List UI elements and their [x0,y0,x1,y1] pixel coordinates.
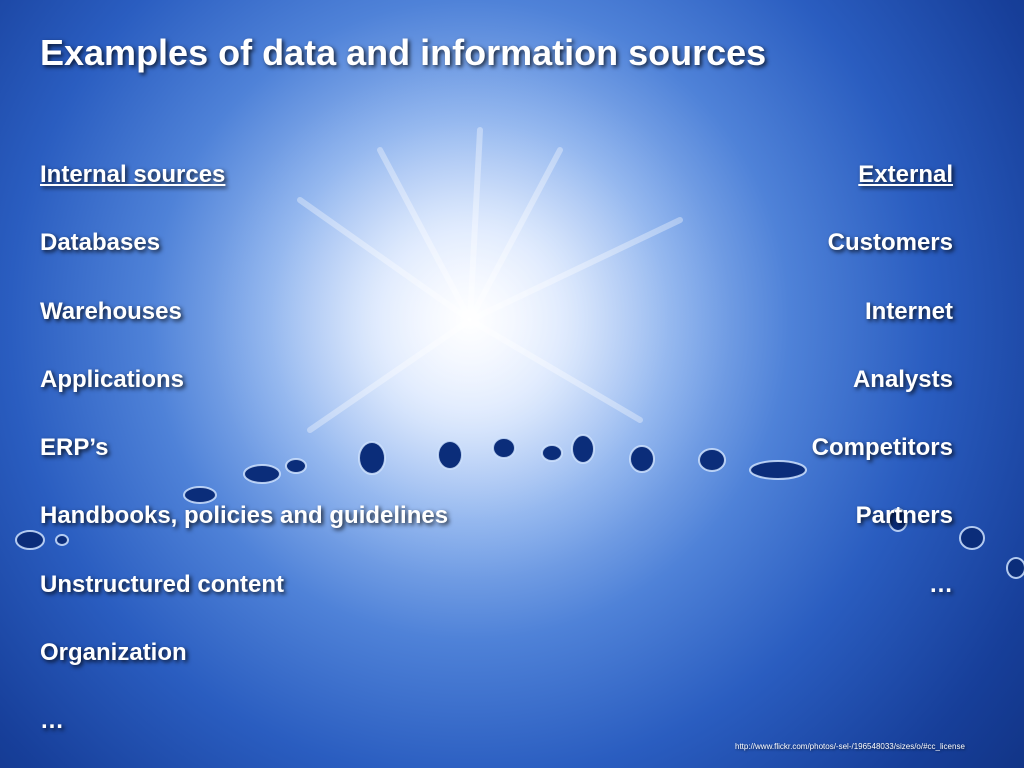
list-item: ERP’s [40,434,109,462]
list-item: Internet [864,297,953,325]
list-item: … [40,707,64,735]
list-item: Competitors [811,434,953,462]
slide-title: Examples of data and information sources [40,32,767,73]
list-item: Unstructured content [40,570,285,598]
external-sources-heading: External [858,161,953,188]
list-item: Warehouses [40,297,182,325]
internal-sources-list: Internal sources Databases Warehouses Ap… [40,158,448,768]
list-item: Databases [40,229,161,257]
external-sources-list: External Customers Internet Analysts Com… [812,158,953,636]
internal-sources-heading: Internal sources [40,161,226,188]
list-item: … [929,570,953,598]
list-item: Handbooks, policies and guidelines [40,502,449,530]
list-item: Analysts [852,365,953,393]
image-credit-link[interactable]: http://www.flickr.com/photos/-sel-/19654… [735,742,965,751]
list-item: Applications [40,365,185,393]
list-item: Organization [40,639,187,667]
list-item: Customers [827,229,953,257]
list-item: Partners [855,502,953,530]
